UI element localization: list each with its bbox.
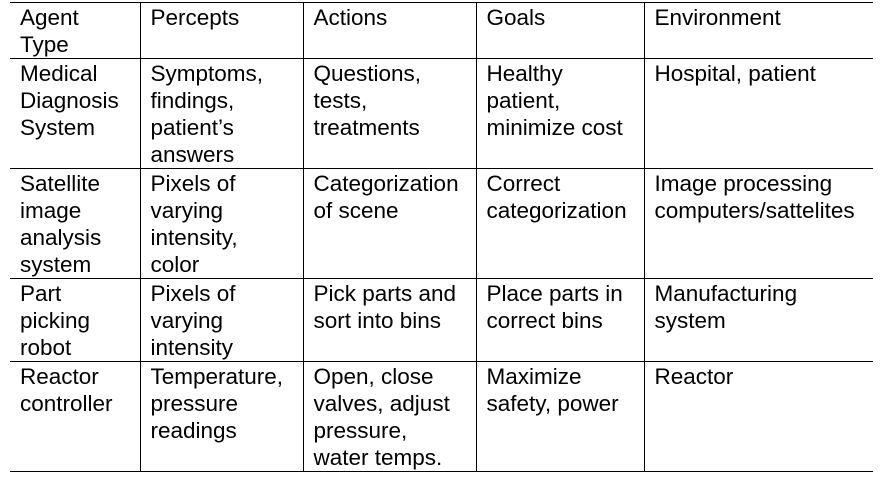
cell-text: patient, xyxy=(486,88,561,113)
header-text: Percepts xyxy=(150,5,240,30)
header-cell-percepts: Percepts xyxy=(139,2,304,59)
cell-text: Part xyxy=(20,281,62,306)
cell-environment: Reactor xyxy=(643,361,873,472)
cell-text: image xyxy=(20,198,82,223)
cell-text: color xyxy=(150,252,200,277)
cell-text: treatments xyxy=(313,115,420,140)
header-text: Goals xyxy=(486,5,546,30)
cell-text: Correct xyxy=(486,171,561,196)
table-row: Medical Diagnosis System Symptoms, findi… xyxy=(10,58,873,169)
cell-text: computers/sattelites xyxy=(654,198,855,223)
cell-text: picking xyxy=(20,308,91,333)
table-row: Part picking robot Pixels of varying int… xyxy=(10,278,873,362)
cell-text: Reactor xyxy=(654,364,734,389)
cell-text: pressure xyxy=(150,391,239,416)
cell-text: Place parts in xyxy=(486,281,623,306)
header-text: Agent xyxy=(20,5,79,30)
cell-text: Pick parts and xyxy=(313,281,457,306)
cell-text: Medical xyxy=(20,61,98,86)
cell-text: varying xyxy=(150,198,224,223)
cell-environment: Hospital, patient xyxy=(643,58,873,169)
cell-text: valves, adjust xyxy=(313,391,450,416)
cell-environment: Image processing computers/sattelites xyxy=(643,168,873,279)
cell-text: readings xyxy=(150,418,237,443)
cell-text: robot xyxy=(20,335,72,360)
table-row: Satellite image analysis system Pixels o… xyxy=(10,168,873,279)
table-row: Reactor controller Temperature, pressure… xyxy=(10,361,873,472)
cell-percepts: Temperature, pressure readings xyxy=(139,361,304,472)
cell-text: minimize cost xyxy=(486,115,623,140)
cell-text: intensity, xyxy=(150,225,238,250)
cell-text: pressure, xyxy=(313,418,408,443)
cell-text: Symptoms, xyxy=(150,61,264,86)
agent-peas-table: Agent Type Percepts Actions Goals Enviro… xyxy=(10,2,873,472)
cell-goals: Correct categorization xyxy=(475,168,645,279)
cell-text: Questions, xyxy=(313,61,422,86)
cell-text: Reactor xyxy=(20,364,99,389)
cell-agent-type: Satellite image analysis system xyxy=(10,168,141,279)
cell-text: controller xyxy=(20,391,113,416)
cell-percepts: Pixels of varying intensity, color xyxy=(139,168,304,279)
cell-text: answers xyxy=(150,142,235,167)
cell-text: Open, close xyxy=(313,364,434,389)
cell-agent-type: Part picking robot xyxy=(10,278,141,362)
cell-goals: Maximize safety, power xyxy=(475,361,645,472)
cell-goals: Healthy patient, minimize cost xyxy=(475,58,645,169)
header-text: Actions xyxy=(313,5,388,30)
cell-text: categorization xyxy=(486,198,627,223)
header-cell-agent-type: Agent Type xyxy=(10,2,141,59)
header-cell-actions: Actions xyxy=(302,2,477,59)
cell-goals: Place parts in correct bins xyxy=(475,278,645,362)
cell-percepts: Pixels of varying intensity xyxy=(139,278,304,362)
cell-text: findings, xyxy=(150,88,235,113)
header-cell-goals: Goals xyxy=(475,2,645,59)
cell-text: varying xyxy=(150,308,224,333)
cell-text: Manufacturing xyxy=(654,281,798,306)
header-cell-environment: Environment xyxy=(643,2,873,59)
cell-text: Hospital, patient xyxy=(654,61,816,86)
cell-text: sort into bins xyxy=(313,308,442,333)
header-text: Environment xyxy=(654,5,781,30)
cell-text: Pixels of xyxy=(150,281,236,306)
cell-text: Image processing xyxy=(654,171,833,196)
table-header-row: Agent Type Percepts Actions Goals Enviro… xyxy=(10,2,873,59)
cell-text: correct bins xyxy=(486,308,603,333)
cell-text: analysis xyxy=(20,225,102,250)
cell-text: of scene xyxy=(313,198,399,223)
cell-text: system xyxy=(654,308,726,333)
header-text: Type xyxy=(20,32,69,57)
cell-text: patient’s xyxy=(150,115,234,140)
cell-actions: Open, close valves, adjust pressure, wat… xyxy=(302,361,477,472)
cell-actions: Questions, tests, treatments xyxy=(302,58,477,169)
cell-text: safety, power xyxy=(486,391,619,416)
cell-text: Temperature, xyxy=(150,364,284,389)
cell-actions: Categorization of scene xyxy=(302,168,477,279)
cell-text: Diagnosis xyxy=(20,88,119,113)
cell-actions: Pick parts and sort into bins xyxy=(302,278,477,362)
cell-text: water temps. xyxy=(313,445,443,470)
cell-text: intensity xyxy=(150,335,234,360)
cell-text: Maximize xyxy=(486,364,582,389)
cell-text: Satellite xyxy=(20,171,101,196)
cell-agent-type: Medical Diagnosis System xyxy=(10,58,141,169)
cell-text: system xyxy=(20,252,92,277)
cell-environment: Manufacturing system xyxy=(643,278,873,362)
cell-percepts: Symptoms, findings, patient’s answers xyxy=(139,58,304,169)
cell-text: System xyxy=(20,115,96,140)
cell-text: tests, xyxy=(313,88,368,113)
cell-text: Pixels of xyxy=(150,171,236,196)
cell-text: Categorization xyxy=(313,171,459,196)
cell-text: Healthy xyxy=(486,61,563,86)
cell-agent-type: Reactor controller xyxy=(10,361,141,472)
